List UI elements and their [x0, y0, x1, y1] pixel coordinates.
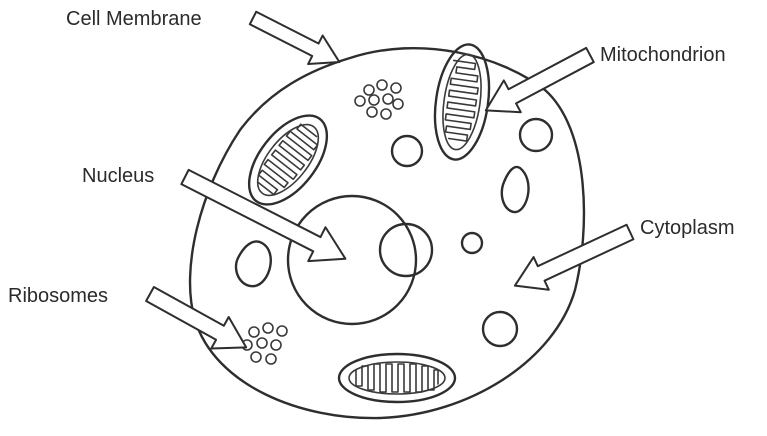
mitochondrion-bottom — [339, 354, 455, 402]
arrow-mitochondrion — [477, 39, 598, 126]
drop-organelle-1 — [502, 167, 529, 212]
ribosome-cluster-top — [355, 80, 403, 119]
vacuole-2 — [520, 119, 552, 151]
arrow-nucleus — [176, 160, 354, 276]
label-cell-membrane: Cell Membrane — [66, 8, 202, 30]
label-cytoplasm: Cytoplasm — [640, 217, 734, 239]
label-ribosomes: Ribosomes — [8, 285, 108, 307]
vacuole-1 — [392, 136, 422, 166]
drop-organelle-2 — [236, 241, 271, 286]
vacuole-4 — [483, 312, 517, 346]
label-mitochondrion: Mitochondrion — [600, 44, 726, 66]
nucleus-shape — [288, 196, 416, 324]
vacuole-3 — [462, 233, 482, 253]
nucleolus-shape — [380, 224, 432, 276]
ribosome-cluster-bottom — [242, 323, 287, 364]
arrow-cytoplasm — [507, 216, 637, 302]
label-nucleus: Nucleus — [82, 165, 154, 187]
arrow-ribosomes — [141, 278, 255, 363]
